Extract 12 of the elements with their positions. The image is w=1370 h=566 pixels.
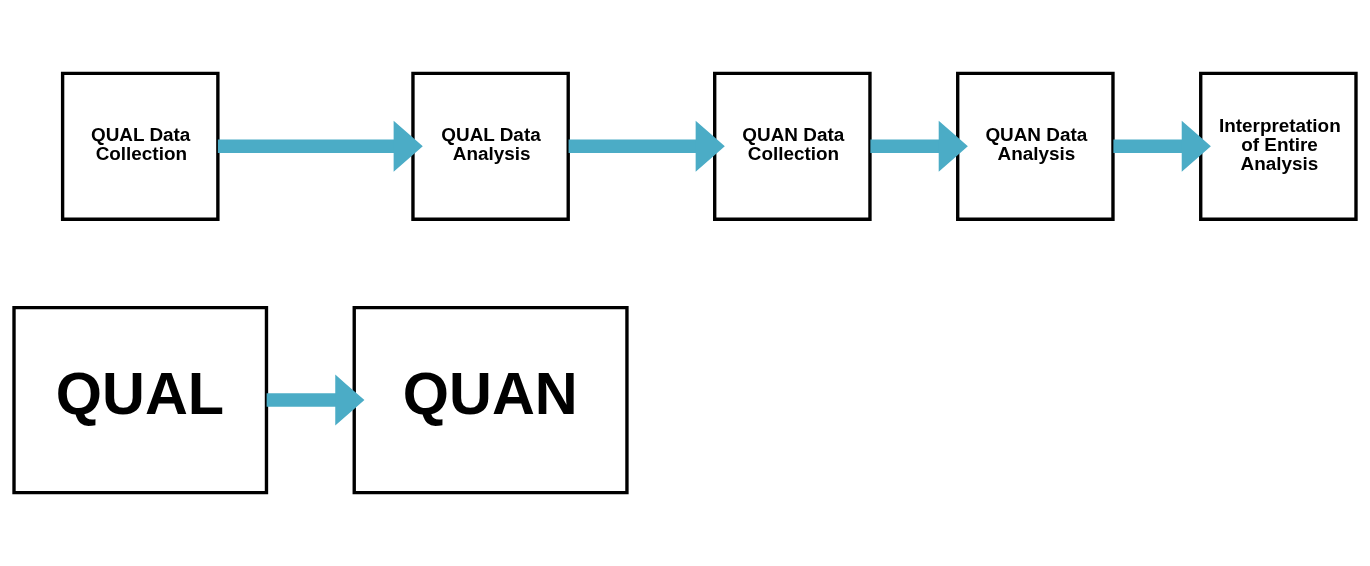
node-box: QUAL Data Analysis <box>411 71 570 221</box>
arrow <box>870 120 968 172</box>
node-box: QUAL <box>12 305 269 495</box>
arrow <box>1113 120 1211 172</box>
node-box: QUAN Data Analysis <box>956 71 1115 221</box>
node-box: QUAN Data Collection <box>713 71 872 221</box>
node-box: Interpretation of Entire Analysis <box>1199 71 1358 221</box>
node-box: QUAL Data Collection <box>60 71 220 221</box>
node-box: QUAN <box>352 305 629 495</box>
arrow <box>217 120 423 172</box>
arrow <box>266 374 365 426</box>
arrow <box>568 120 725 172</box>
